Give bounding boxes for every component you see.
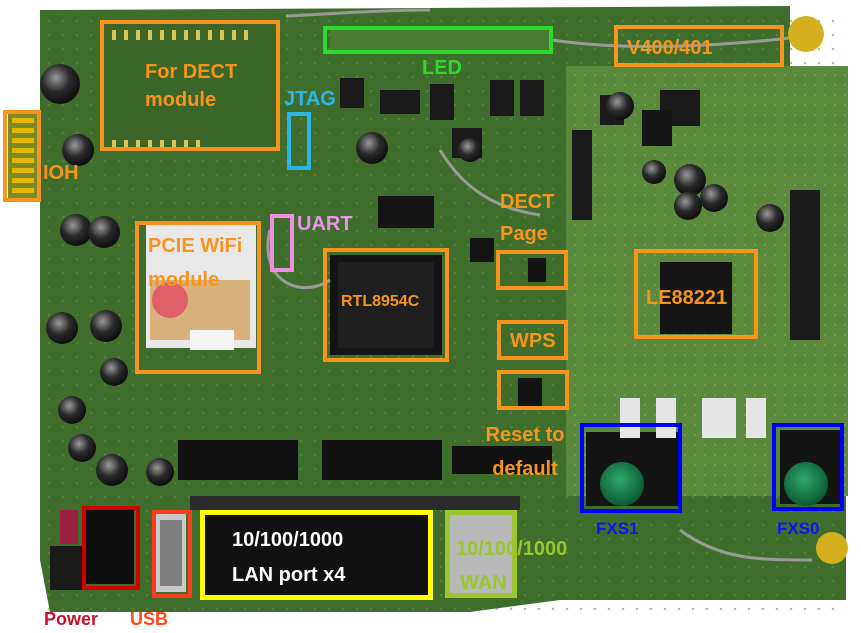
rtl-box (323, 248, 449, 362)
wps-box (497, 320, 568, 360)
dect-module-label: For DECT module (145, 61, 238, 111)
v400-label: V400/401 (627, 37, 713, 59)
fxs1-box (580, 423, 682, 513)
ioh-label: IOH (43, 162, 79, 184)
uart-box (270, 214, 294, 272)
ioh-box (3, 110, 41, 202)
dect-module-box (100, 20, 280, 151)
lan-speed-label: 10/100/1000 (232, 529, 344, 551)
wan-label: WAN (460, 572, 507, 594)
fxs0-label: FXS0 (777, 519, 820, 538)
power-box (82, 506, 140, 590)
jtag-box (287, 112, 311, 170)
led-label: LED (422, 57, 462, 79)
rtl-label: RTL8954C (341, 293, 420, 310)
wps-label: WPS (510, 330, 556, 352)
usb-box (152, 510, 192, 598)
led-box (323, 26, 553, 54)
dect-page-box (496, 250, 568, 290)
reset-box (497, 370, 569, 410)
dect-page-label: DECT Page (500, 191, 555, 245)
fxs1-label: FXS1 (596, 519, 639, 538)
lan-port-box (200, 510, 433, 600)
power-label: Power (44, 609, 99, 629)
reset-label: Reset to default (485, 424, 565, 480)
usb-label: USB (130, 609, 169, 629)
fxs0-box (772, 423, 844, 511)
pcie-label: PCIE WiFi module (148, 235, 243, 291)
wan-box (445, 510, 517, 598)
lan-ports-label: LAN port x4 (232, 564, 346, 586)
wan-speed-label: 10/100/1000 (456, 538, 568, 560)
uart-label: UART (297, 213, 353, 235)
le88221-label: LE88221 (646, 287, 728, 309)
v400-box (614, 25, 784, 67)
jtag-label: JTAG (284, 88, 336, 110)
le88221-box (634, 249, 758, 339)
pcie-box (135, 221, 261, 374)
